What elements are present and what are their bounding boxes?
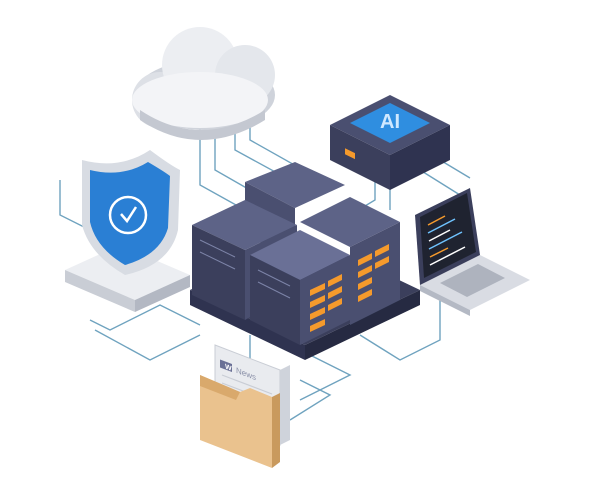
cloud-icon [132, 27, 275, 140]
laptop-icon [415, 188, 530, 316]
document-badge: W [225, 362, 232, 373]
server-rack-icon [190, 162, 420, 360]
ai-chip-icon: AI [330, 95, 450, 190]
shield-check-icon [65, 150, 190, 312]
folder-document-icon: W News [200, 344, 290, 468]
ai-label: AI [380, 111, 400, 133]
